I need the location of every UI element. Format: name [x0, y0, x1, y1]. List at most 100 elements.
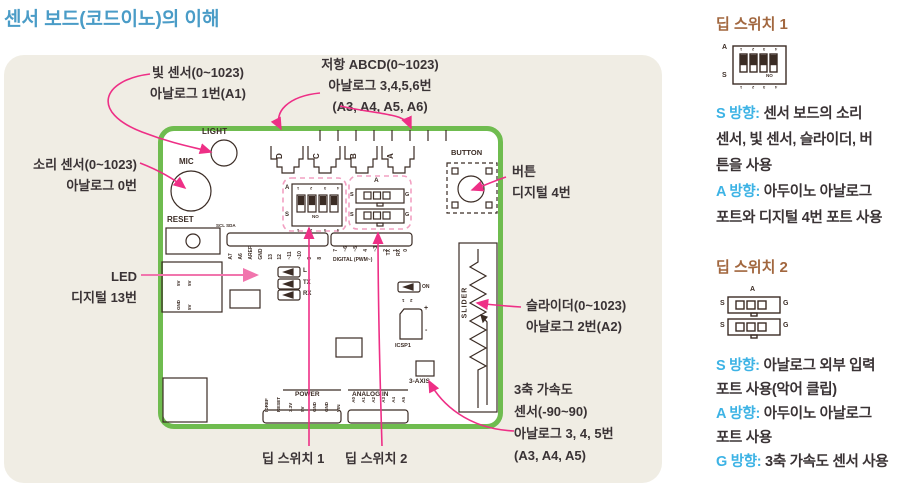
led-tx-label: TX [303, 280, 311, 286]
page-title: 센서 보드(코드이노)의 이해 [4, 9, 220, 30]
dip2-g2-label: G [405, 212, 410, 218]
analog-in-label: ANALOG IN [352, 391, 389, 398]
dip-number: 3 [763, 47, 766, 52]
direction-text: 아날로그 외부 입력 [759, 358, 876, 374]
pin-label: A7 [228, 253, 234, 260]
icsp-label: ICSP1 [395, 343, 411, 349]
sidebar-text-line: S 방향: 센서 보드의 소리 [716, 101, 882, 127]
pin-label: 2 [383, 248, 389, 252]
callout-line: 저항 ABCD(0~1023) [321, 57, 439, 72]
reset-label: RESET [167, 215, 194, 224]
pin-label: A3 [381, 397, 386, 403]
sidebar-dip1-on: ON [766, 73, 773, 78]
pin-label: A2 [371, 397, 376, 403]
sidebar-dip2-bar2 [727, 318, 781, 336]
icsp-pin2-label: 2 [410, 298, 413, 303]
digital-pwm-label: DIGITAL (PWM~) [333, 257, 373, 263]
sidebar-text-line: 센서, 빛 센서, 슬라이더, 버 [716, 127, 882, 153]
pin-label: ~11 [287, 251, 294, 260]
sidebar-dip2-bar1 [727, 296, 781, 314]
pin-label: VIN [336, 404, 341, 413]
connector-letter: B [349, 153, 358, 159]
callout-line: 버튼 [512, 164, 536, 179]
sidebar-dip1-text: S 방향: 센서 보드의 소리 센서, 빛 센서, 슬라이더, 버 튼을 사용 … [716, 101, 882, 231]
axis-label: 3-AXIS [409, 378, 430, 385]
callout-line: 아날로그 2번(A2) [526, 319, 622, 334]
dip-number: 2 [751, 85, 754, 90]
button-label: BUTTON [451, 148, 483, 157]
pin-label: 3.3V [288, 402, 293, 413]
pin-label: 5V [187, 280, 192, 286]
pin-label: 5V [300, 406, 305, 413]
scl-sda-label: SCL SDA [216, 223, 236, 228]
dip-number: 1 [740, 47, 743, 52]
callout-line: 아날로그 0번 [66, 178, 137, 193]
pin-label: GND [324, 402, 329, 413]
pin-label: AREF [247, 246, 254, 260]
pin-label: GND [257, 248, 264, 260]
dip-number: 4 [774, 85, 777, 90]
direction-text: 포트와 디지털 4번 포트 사용 [716, 210, 883, 226]
dip-number: 2 [310, 228, 313, 233]
callout-line: 아날로그 3, 4, 5번 [514, 426, 614, 441]
led-rx-label: RX [303, 291, 312, 297]
dip1-s-label: S [285, 212, 290, 218]
slider-label: SLIDER [461, 286, 469, 319]
mic-label: MIC [179, 157, 194, 166]
callout-accelerometer: 3축 가속도 센서(-90~90) 아날로그 3, 4, 5번 (A3, A4,… [514, 379, 659, 467]
sidebar-dip2-s2: S [720, 322, 725, 329]
callout-line: 슬라이더(0~1023) [526, 298, 627, 313]
sidebar-dip2-g2: G [783, 322, 789, 329]
pin-label: 12 [277, 254, 284, 260]
dip2-s2-label: S [350, 212, 354, 218]
pin-label: 1 [393, 248, 399, 252]
callout-led: LED 디지털 13번 [14, 266, 137, 308]
sidebar-text-line: 포트 사용(악어 클립) [716, 378, 888, 402]
pin-label: ~10 [297, 251, 304, 260]
direction-text: 튼을 사용 [716, 158, 772, 174]
connector-letter: D [275, 153, 284, 159]
pin-label: GND [176, 300, 181, 310]
pin-label: ~5 [353, 246, 359, 252]
led-l-label: L [303, 267, 307, 274]
dip-number: 4 [336, 186, 339, 191]
pin-label: 9 [307, 256, 313, 260]
callout-line: 디지털 4번 [512, 185, 571, 200]
direction-text: 3축 가속도 센서 사용 [761, 454, 889, 470]
sidebar-dip2-s1: S [720, 300, 725, 307]
sidebar-dip2-text: S 방향: 아날로그 외부 입력 포트 사용(악어 클립) A 방향: 아두이노… [716, 354, 889, 474]
direction-text: 아두이노 아날로그 [759, 184, 872, 200]
pin-label: A0 [351, 397, 356, 403]
callout-button: 버튼 디지털 4번 [512, 161, 622, 203]
sidebar-dip2-g1: G [783, 300, 789, 307]
callout-light-sensor: 빛 센서(0~1023) 아날로그 1번(A1) [138, 62, 258, 104]
connector-letter: A [386, 153, 395, 159]
direction-prefix: S 방향: [716, 106, 760, 122]
led-on-label: ON [422, 284, 430, 290]
callout-resistor: 저항 ABCD(0~1023) 아날로그 3,4,5,6번 (A3, A4, A… [305, 54, 455, 117]
pin-label: A1 [361, 397, 366, 403]
sensor-board [158, 126, 503, 429]
connector-letter: C [312, 153, 321, 159]
direction-text: 포트 사용 [716, 430, 772, 446]
callout-line: (A3, A4, A5) [514, 448, 586, 463]
sidebar-text-line: 포트와 디지털 4번 포트 사용 [716, 205, 882, 231]
pin-label: 0 [403, 248, 409, 252]
direction-text: 아두이노 아날로그 [759, 406, 872, 422]
dip-number: 4 [336, 228, 339, 233]
callout-slider: 슬라이더(0~1023) 아날로그 2번(A2) [526, 295, 661, 337]
dip-number: 2 [751, 47, 754, 52]
direction-prefix: S 방향: [716, 358, 760, 374]
dip-number: 2 [310, 186, 313, 191]
direction-text: 센서 보드의 소리 [759, 106, 863, 122]
callout-dip2: 딥 스위치 2 [345, 451, 408, 466]
pin-label: GND [312, 402, 317, 413]
dip-number: 1 [740, 85, 743, 90]
dip2-a-label: A [374, 177, 379, 184]
